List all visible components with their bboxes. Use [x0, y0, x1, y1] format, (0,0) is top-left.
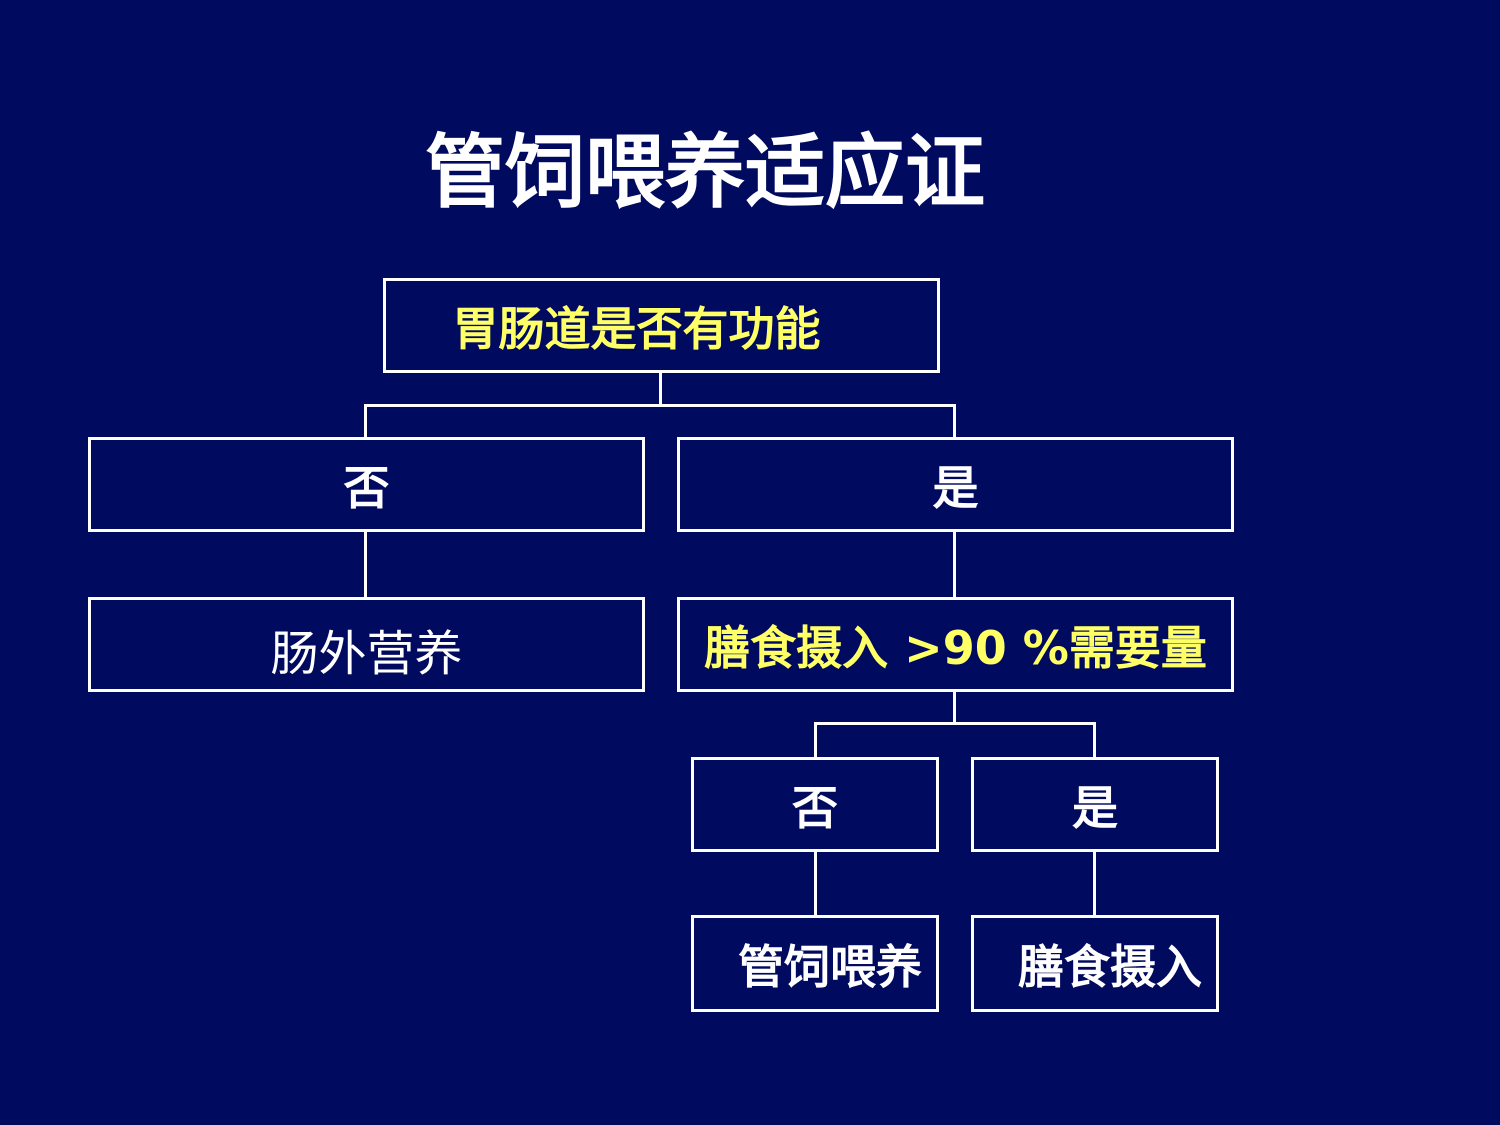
node-gi-function: 胃肠道是否有功能	[383, 278, 940, 373]
node-tube-feeding-label: 管饲喂养	[738, 939, 922, 994]
node-gi-function-label: 胃肠道是否有功能	[452, 301, 821, 356]
connector-to-no-2	[814, 722, 817, 760]
connector-to-yes-1	[953, 404, 956, 440]
node-no-1: 否	[88, 437, 645, 532]
node-parenteral-nutrition: 肠外营养	[88, 597, 645, 692]
connector-intake-down	[953, 690, 956, 725]
connector-root-down	[659, 371, 662, 407]
node-parenteral-nutrition-label: 肠外营养	[270, 625, 463, 682]
node-yes-1: 是	[677, 437, 1234, 532]
node-yes-1-label: 是	[932, 460, 979, 515]
connector-to-no-1	[364, 404, 367, 440]
node-tube-feeding: 管饲喂养	[691, 915, 939, 1012]
node-no-1-label: 否	[343, 460, 390, 515]
connector-yes1-to-intake	[953, 530, 956, 600]
node-intake-check-label: 膳食摄入 >90 %需要量	[704, 620, 1207, 675]
node-yes-2: 是	[971, 757, 1219, 852]
connector-level2-horizontal	[814, 722, 1095, 725]
node-diet-intake: 膳食摄入	[971, 915, 1219, 1012]
connector-yes2-to-diet	[1093, 850, 1096, 918]
node-diet-intake-label: 膳食摄入	[1018, 939, 1202, 994]
node-intake-check: 膳食摄入 >90 %需要量	[677, 597, 1234, 692]
page-title: 管饲喂养适应证	[425, 126, 985, 219]
connector-level1-horizontal	[365, 404, 955, 407]
connector-no1-to-parenteral	[364, 530, 367, 600]
connector-no2-to-tube	[814, 850, 817, 918]
node-no-2: 否	[691, 757, 939, 852]
node-yes-2-label: 是	[1072, 780, 1118, 835]
connector-to-yes-2	[1093, 722, 1096, 760]
node-no-2-label: 否	[792, 780, 838, 835]
